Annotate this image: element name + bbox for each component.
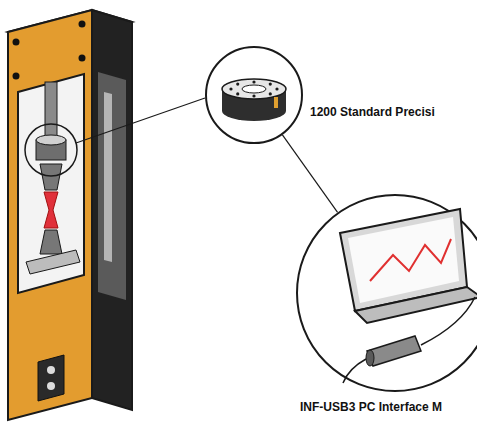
node-outline bbox=[204, 45, 304, 145]
bolt bbox=[79, 55, 86, 62]
leader-line bbox=[76, 98, 205, 143]
front-window bbox=[18, 74, 84, 293]
bolt bbox=[79, 21, 86, 28]
callout-node: INF-USB3 PC Interface M bbox=[295, 193, 477, 393]
callout-node: 1200 Standard Precisi bbox=[204, 45, 304, 145]
part-label: 1200 Standard Precisi bbox=[310, 105, 435, 119]
callout-circle bbox=[297, 195, 477, 391]
detail-circle bbox=[25, 124, 77, 176]
specimen bbox=[44, 192, 58, 228]
side-window bbox=[98, 72, 126, 300]
glass-glare bbox=[104, 92, 112, 262]
node-outline bbox=[295, 193, 477, 393]
bolt bbox=[13, 39, 20, 46]
base-plate bbox=[26, 250, 80, 274]
button bbox=[47, 382, 55, 390]
connector-line bbox=[282, 135, 337, 212]
bolt bbox=[13, 73, 20, 80]
upper-grip bbox=[40, 164, 62, 190]
callout-circle bbox=[206, 47, 302, 143]
lower-grip bbox=[40, 230, 62, 254]
crosshead-rod bbox=[45, 82, 57, 138]
button bbox=[47, 366, 55, 374]
laptop-symbol bbox=[340, 209, 477, 383]
cabinet-front bbox=[8, 10, 92, 420]
load-cell-top bbox=[36, 135, 66, 145]
load-cell-symbol bbox=[222, 79, 286, 121]
control-panel bbox=[38, 355, 64, 401]
part-label: INF-USB3 PC Interface M bbox=[300, 400, 442, 414]
cabinet-side bbox=[92, 10, 132, 410]
